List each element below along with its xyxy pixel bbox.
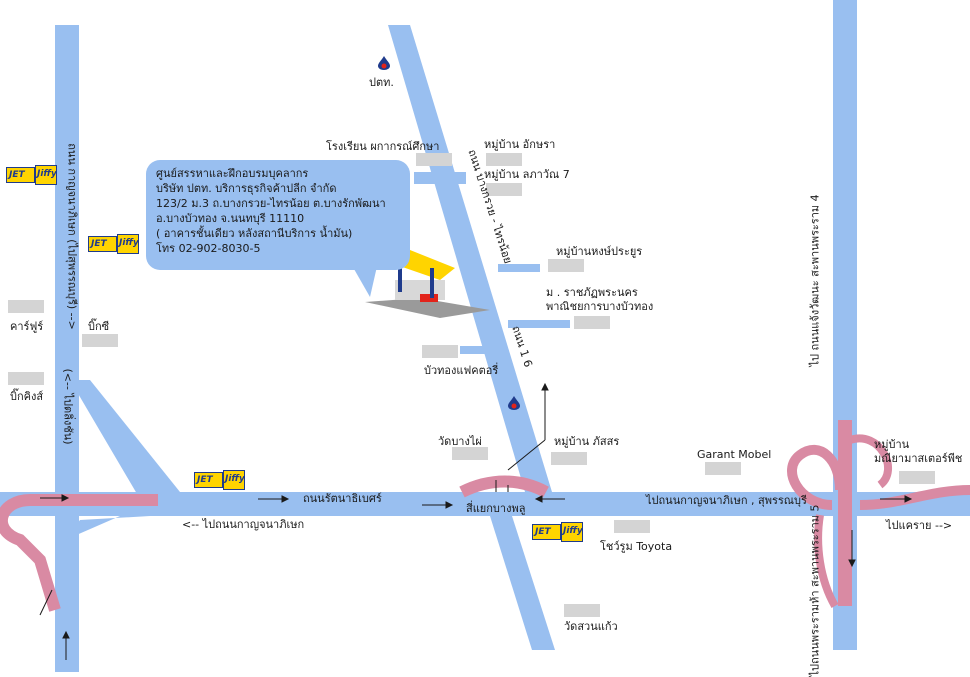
flyover-bangplu xyxy=(459,475,549,498)
road-south-bangplu xyxy=(490,516,555,650)
landmark-box xyxy=(548,259,584,272)
callout-line: 123/2 ม.3 ถ.บางกรวย-ไทรน้อย ต.บางรักพัฒน… xyxy=(156,197,386,210)
kanchana-west-bottom-label: (<-- ไปตลิ่งชัน) xyxy=(61,368,75,445)
landmark-box xyxy=(486,183,522,196)
landmark-box xyxy=(8,372,44,385)
ptt-drop-icon xyxy=(508,396,520,410)
village-maniya-label: หมู่บ้าน xyxy=(874,438,910,451)
landmark-box xyxy=(899,471,935,484)
road-school xyxy=(414,172,466,184)
factory-label: บัวทองแฟคตอรี่ xyxy=(424,364,499,377)
village-hong-label: หมู่บ้านหงษ์ประยูร xyxy=(556,245,643,258)
school-label: โรงเรียน ผกากรณ์ศึกษา xyxy=(326,140,440,153)
landmark-box xyxy=(8,300,44,313)
callout-line: ( อาคารชั้นเดียว หลังสถานีบริการ น้ำมัน) xyxy=(156,227,353,240)
flyover-east-loop-c xyxy=(848,434,893,489)
landmark-box xyxy=(452,447,488,460)
village-maniya-label-2: มณียามาสเตอร์พีช xyxy=(874,452,963,465)
garant-mobel-label: Garant Mobel xyxy=(697,448,772,461)
intersection-label: สี่แยกบางพลู xyxy=(466,502,526,515)
road-factory xyxy=(460,346,498,354)
kanchana-west-label: ถนน กาญจนาภิเษก (ไปสุพรรณบุรี) --> xyxy=(65,143,79,330)
to-rama5-label: ไปถนนพระรามห้า สะพานพระราม 5 xyxy=(808,504,822,677)
rajabhat-label: ม . ราชภัฏพระนคร xyxy=(546,286,638,299)
landmark-box xyxy=(486,153,522,166)
road-rajabhat xyxy=(508,320,570,328)
road-bangkruai-sainoi xyxy=(388,25,552,492)
landmark-box xyxy=(574,316,610,329)
direction-arrows xyxy=(39,382,913,660)
callout-line: อ.บางบัวทอง จ.นนทบุรี 11110 xyxy=(156,212,305,225)
callout-line: บริษัท ปตท. บริการธุรกิจค้าปลีก จำกัด xyxy=(156,182,337,195)
landmark-box xyxy=(82,334,118,347)
toyota-showroom-label: โชว์รูม Toyota xyxy=(600,540,673,553)
address-callout: ศูนย์สรรหาและฝึกอบรมบุคลากร บริษัท ปตท. … xyxy=(146,160,410,270)
village-lapawan-label: หมู่บ้าน ลภาวัณ 7 xyxy=(484,168,570,181)
landmark-box xyxy=(422,345,458,358)
village-phatsorn-label: หมู่บ้าน ภัสสร xyxy=(554,435,620,448)
jet-jiffy-logo: JET Jiffy xyxy=(88,234,139,254)
road-hong xyxy=(498,264,540,272)
jet-jiffy-logo: JET Jiffy xyxy=(194,470,245,490)
landmark-box xyxy=(564,604,600,617)
carrefour-label: คาร์ฟูร์ xyxy=(10,320,44,333)
bigkings-label: บิ๊กคิงส์ xyxy=(10,390,44,403)
to-pak-kret-label: ไปแคราย --> xyxy=(886,519,953,532)
road-ramp-west xyxy=(70,380,180,516)
flyover-east-loop-d xyxy=(814,514,839,608)
to-kanchana-right-label: ไปถนนกาญจนาภิเษก , สุพรรณบุรี xyxy=(646,494,807,507)
ptt-drop-icon xyxy=(378,56,390,70)
flyover-east-loop-b xyxy=(859,485,970,510)
flyover-east-loop-a xyxy=(787,445,845,510)
jet-jiffy-logo: JET Jiffy xyxy=(532,522,583,542)
landmark-box xyxy=(614,520,650,533)
road-ramp-west-lower xyxy=(65,516,150,540)
commerce-school-label: พาณิชยการบางบัวทอง xyxy=(546,300,654,313)
bigc-label: บิ๊กซี xyxy=(88,320,110,333)
callout-line: โทร 02-902-8030-5 xyxy=(156,242,261,255)
callout-pointer xyxy=(350,262,378,297)
flyover-west-loop xyxy=(0,494,158,612)
jet-jiffy-logo: JET Jiffy xyxy=(6,165,57,185)
landmark-box xyxy=(551,452,587,465)
to-kanchana-left-label: <-- ไปถนนกาญจนาภิเษก xyxy=(182,518,305,531)
landmark-box xyxy=(705,462,741,475)
wat-bangphai-label: วัดบางไผ่ xyxy=(438,435,482,448)
callout-line: ศูนย์สรรหาและฝึกอบรมบุคลากร xyxy=(156,167,309,180)
to-chaengwattana-label: ไป ถนนแจ้งวัฒนะ สะพานพระราม 4 xyxy=(808,194,822,367)
landmark-box xyxy=(416,153,452,166)
ptt-label: ปตท. xyxy=(369,76,394,89)
road-kanchana-west xyxy=(55,25,79,672)
road-rattanathibet-label: ถนนรัตนาธิเบศร์ xyxy=(303,492,382,505)
village-akshara-label: หมู่บ้าน อักษรา xyxy=(484,138,556,151)
wat-suankaew-label: วัดสวนแก้ว xyxy=(564,620,618,633)
